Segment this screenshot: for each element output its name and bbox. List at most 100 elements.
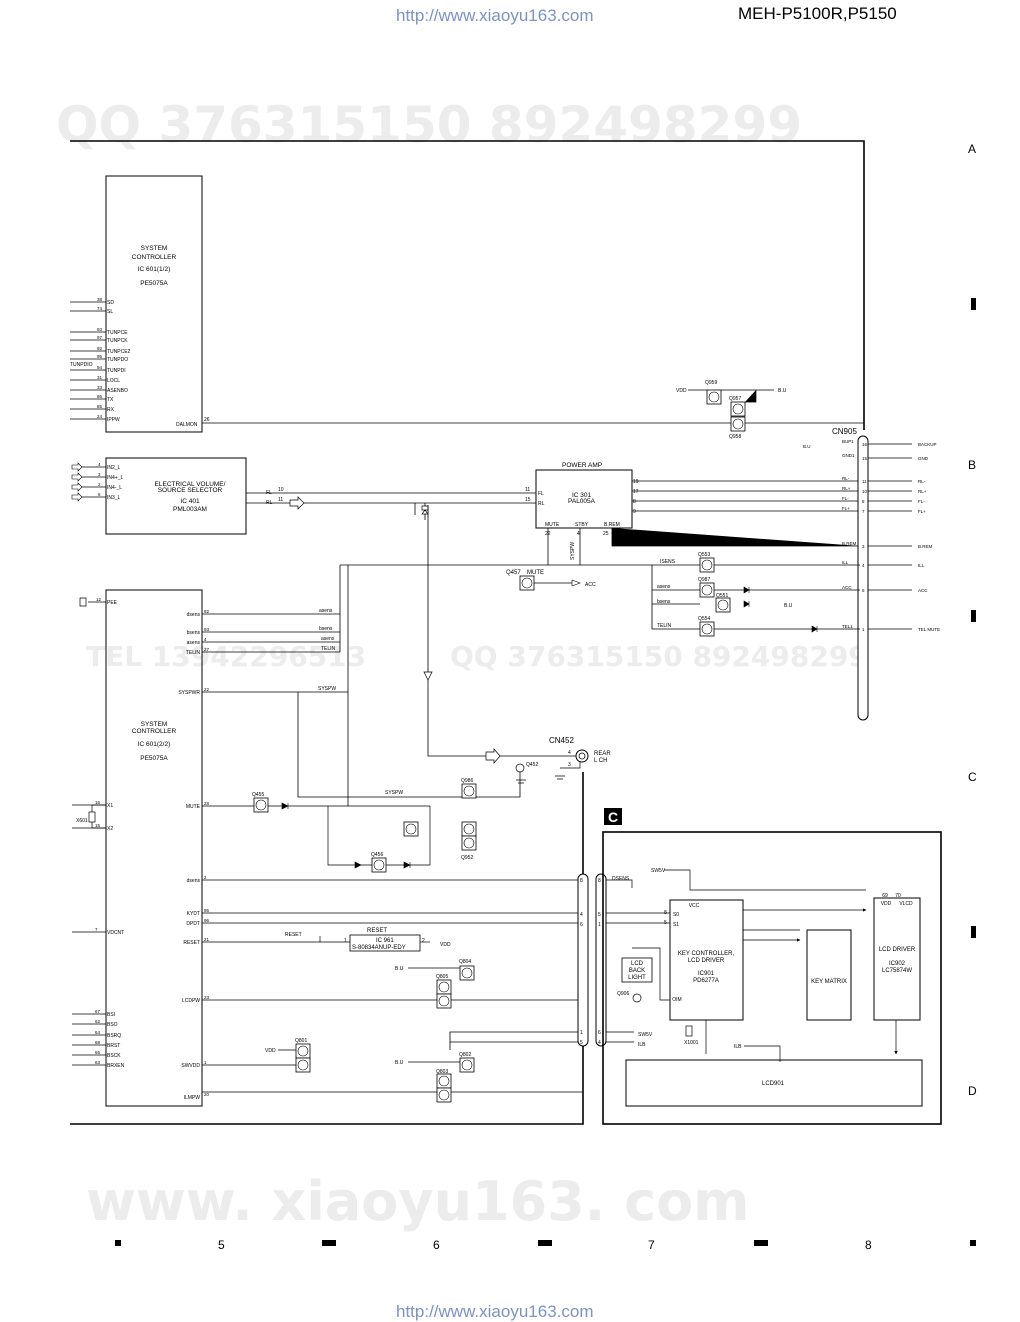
svg-text:TELIN: TELIN <box>321 646 336 652</box>
grid-mark <box>322 1240 336 1246</box>
pin-number: 86 <box>97 394 103 399</box>
pin-number: 31 <box>97 375 103 380</box>
cn905-bu: B.U <box>803 444 811 449</box>
grid-number-8: 8 <box>865 1238 872 1252</box>
svg-text:ELECTRICAL VOLUME/: ELECTRICAL VOLUME/ <box>155 481 226 488</box>
pin-number: 92 <box>97 346 103 351</box>
grid-mark <box>971 298 976 310</box>
pin-number: 7 <box>95 927 98 932</box>
cn905-pin-signal: TEL1 <box>842 624 853 629</box>
speaker-icon <box>79 597 87 607</box>
svg-text:4: 4 <box>577 531 580 537</box>
cn905-pin-number: 16 <box>862 442 868 447</box>
pin-signal: SYSPWR <box>178 690 200 696</box>
grid-number-5: 5 <box>218 1238 225 1252</box>
ic601-2-label: SYSTEM CONTROLLER IC 601(2/2) PE5075A <box>132 721 177 762</box>
pin-signal: LCDPW <box>182 998 200 1004</box>
svg-text:Q801: Q801 <box>295 1038 307 1044</box>
svg-text:Q987: Q987 <box>698 577 710 583</box>
pin-number: 33 <box>97 385 103 390</box>
cn905-pin-output: B.REM <box>918 544 933 549</box>
svg-text:15: 15 <box>525 497 531 503</box>
svg-text:PE5075A: PE5075A <box>140 280 168 287</box>
pin-number: 95 <box>204 908 210 913</box>
pin-signal: MUTE <box>186 804 201 810</box>
svg-text:2: 2 <box>422 938 425 944</box>
pin-number: 94 <box>97 365 103 370</box>
svg-text:TELIN: TELIN <box>657 623 672 629</box>
svg-text:L CH: L CH <box>594 758 607 764</box>
svg-text:8: 8 <box>633 499 636 505</box>
svg-text:PD6277A: PD6277A <box>693 978 719 984</box>
svg-text:SYSTEM: SYSTEM <box>141 245 168 252</box>
header-url[interactable]: http://www.xiaoyu163.com <box>396 6 594 25</box>
cn905-pin-output: FL- <box>918 499 925 504</box>
pin-number: 96 <box>204 918 210 923</box>
svg-text:IC 961: IC 961 <box>376 938 394 944</box>
svg-text:Q456: Q456 <box>371 852 383 858</box>
svg-text:4: 4 <box>568 750 571 756</box>
pin-signal: KYDT <box>187 911 200 917</box>
x1001-crystal: X1001 <box>684 1025 699 1046</box>
cn905-pin-signal: B.REM <box>842 541 857 546</box>
svg-text:B.U: B.U <box>395 966 404 972</box>
input-arrow <box>71 492 83 502</box>
audio-arrow <box>485 748 501 764</box>
model-number: MEH-P5100R,P5150 <box>738 4 897 23</box>
pin-signal: RESET <box>183 940 200 946</box>
grid-number-6: 6 <box>433 1238 440 1252</box>
svg-text:CN452: CN452 <box>549 736 574 745</box>
bus-lines <box>202 879 583 1093</box>
footer-url[interactable]: http://www.xiaoyu163.com <box>396 1302 594 1321</box>
cn905-pin-output: ILL <box>918 563 925 568</box>
svg-text:VDD: VDD <box>265 1048 276 1054</box>
pin-number: 4 <box>204 637 207 642</box>
connector-bar-main <box>577 873 589 1047</box>
svg-text:8: 8 <box>598 878 601 884</box>
pin-signal: SD <box>107 300 114 306</box>
svg-text:Q452: Q452 <box>526 762 538 768</box>
svg-text:IC902: IC902 <box>889 961 906 967</box>
pin-signal: TUNPCE2 <box>107 349 131 355</box>
pin-number: 2 <box>204 875 207 880</box>
lcd901-bus <box>705 1020 896 1054</box>
svg-text:DALMON: DALMON <box>176 422 198 428</box>
cn905-pin-signal: ACC <box>842 585 852 590</box>
watermark-web: www. xiaoyu163. com <box>86 1170 750 1233</box>
cn905-pin-number: 1 <box>862 627 865 632</box>
svg-text:MUTE: MUTE <box>527 570 544 576</box>
pin-signal: BSI <box>107 1012 115 1018</box>
cn905-pin-output: BACKUP <box>918 442 937 447</box>
ic601-2-pins: 12PEE92dsens93bsens4asens27TELIN22SYSPWR… <box>79 597 210 1101</box>
cn905-pin-number: 8 <box>862 499 865 504</box>
pin-number: 64 <box>95 1030 101 1035</box>
svg-text:Q455: Q455 <box>252 792 264 798</box>
key-matrix-bus <box>743 929 800 940</box>
grid-letter-b: B <box>968 458 977 472</box>
ic901-box <box>669 899 744 1021</box>
svg-text:8: 8 <box>664 910 667 916</box>
grid-mark <box>971 926 976 938</box>
svg-text:LCD: LCD <box>631 961 644 967</box>
power-switch-transistors: Q804 Q805 B.U Q801 VDD Q802 Q803 B.U <box>202 959 475 1103</box>
pin-signal: VDCNT <box>107 930 124 936</box>
svg-text:8: 8 <box>580 878 583 884</box>
input-arrow <box>71 462 83 472</box>
ic901-label: KEY CONTROLLER, LCD DRIVER IC901 PD6277A… <box>672 903 734 1003</box>
svg-text:1: 1 <box>344 938 347 944</box>
pin-signal: BSO <box>107 1022 118 1028</box>
svg-text:10: 10 <box>278 487 284 493</box>
grid-letter-d: D <box>968 1084 977 1098</box>
pin-number: 21 <box>204 937 210 942</box>
cn905-pin-output: RL+ <box>918 489 927 494</box>
ic601-1-label: SYSTEM CONTROLLER IC 601(1/2) PE5075A <box>132 245 177 287</box>
svg-text:B.REM: B.REM <box>604 522 620 528</box>
ic601-1-pins: 38SD74SL93TUNPCE97TUNPCK92TUNPCE295TUNPD… <box>70 297 131 423</box>
svg-text:70: 70 <box>895 893 901 899</box>
svg-text:SOURCE SELECTOR: SOURCE SELECTOR <box>158 487 223 494</box>
pin-signal: RX <box>107 407 115 413</box>
pin-signal: IN4-_L <box>107 485 122 491</box>
svg-text:MUTE: MUTE <box>545 522 560 528</box>
cn905-pin-number: 7 <box>862 509 865 514</box>
